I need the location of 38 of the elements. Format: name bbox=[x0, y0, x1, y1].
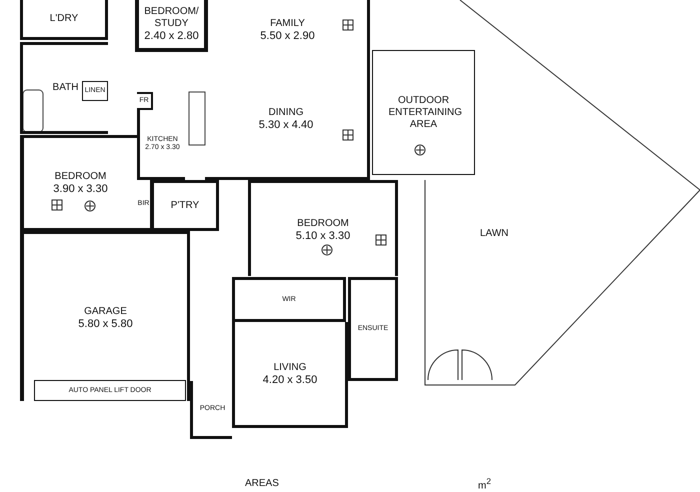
room-dimensions: 5.30 x 4.40 bbox=[258, 118, 314, 130]
room-outline bbox=[348, 277, 398, 381]
room-dimensions: 2.40 x 2.80 bbox=[144, 30, 199, 42]
room-dimensions: 5.80 x 5.80 bbox=[78, 318, 133, 330]
room-outline bbox=[137, 92, 153, 110]
room-name: GARAGE bbox=[84, 306, 127, 318]
room-name: DINING bbox=[268, 106, 304, 118]
room-name: LAWN bbox=[480, 228, 509, 240]
unit-label: m$^{2}$ bbox=[478, 476, 491, 492]
room-name: BEDROOM bbox=[297, 218, 349, 230]
section-heading: AREAS bbox=[245, 478, 279, 489]
room-outline bbox=[190, 381, 232, 439]
room-outline bbox=[82, 81, 108, 101]
room-dimensions: 5.10 x 3.30 bbox=[296, 230, 350, 242]
room-dimensions: 3.90 x 3.30 bbox=[53, 183, 108, 195]
room-name: P'TRY bbox=[170, 200, 200, 212]
room-outline bbox=[34, 380, 186, 401]
room-outline bbox=[205, 60, 370, 180]
room-outline bbox=[232, 322, 348, 428]
room-name: L'DRY bbox=[50, 12, 78, 24]
room-outline bbox=[372, 50, 475, 175]
room-outline bbox=[20, 231, 190, 401]
room-name: BEDROOM/ STUDY bbox=[143, 6, 200, 30]
room-name: FAMILY bbox=[270, 18, 305, 30]
room-outline bbox=[20, 135, 137, 231]
room-name: BATH bbox=[52, 82, 78, 94]
room-outline bbox=[151, 180, 219, 231]
room-name: BEDROOM bbox=[54, 171, 106, 183]
room-outline bbox=[137, 110, 185, 180]
room-outline bbox=[135, 0, 208, 52]
room-outline bbox=[20, 42, 108, 134]
room-outline bbox=[248, 180, 398, 276]
room-name: LIVING bbox=[274, 362, 306, 374]
room-dimensions: 5.50 x 2.90 bbox=[260, 30, 315, 42]
room-outline bbox=[232, 277, 346, 322]
room-outline bbox=[20, 0, 108, 40]
room-dimensions: 4.20 x 3.50 bbox=[262, 374, 318, 386]
room-outline bbox=[137, 180, 151, 231]
